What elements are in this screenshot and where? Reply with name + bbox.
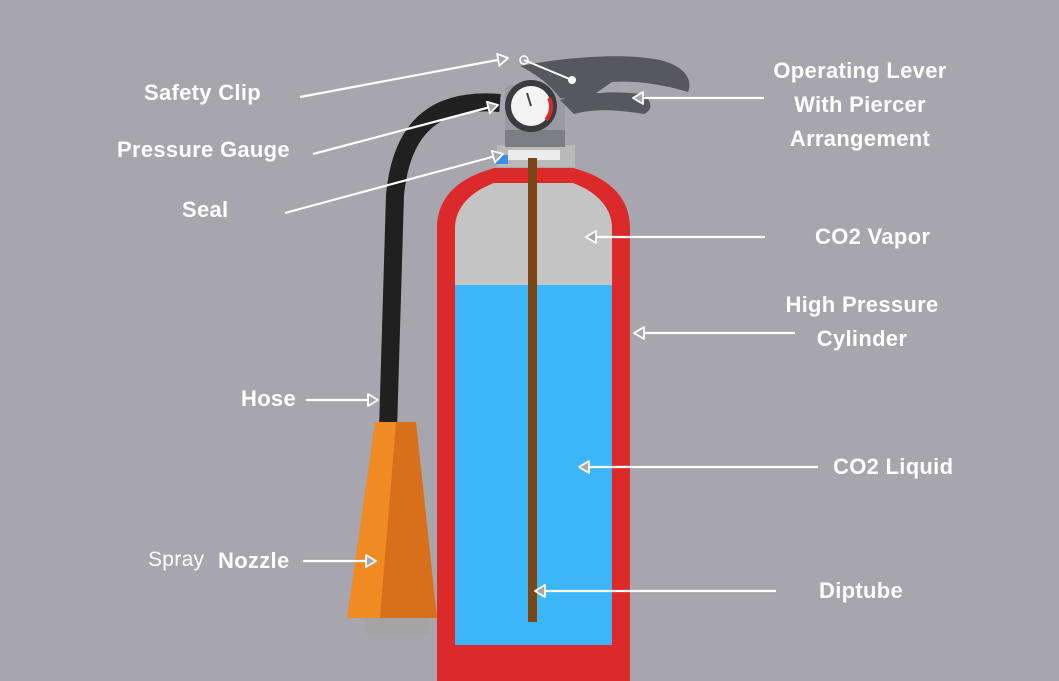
leader-arrows (284, 53, 818, 598)
diptube (528, 158, 537, 622)
label-high-pressure-line-2: Cylinder (816, 326, 908, 351)
lever-bottom (560, 92, 651, 114)
arrow-pressure-gauge (312, 100, 499, 156)
label-high-pressure-line-1: High Pressure (785, 292, 939, 317)
arrow-safety-clip (299, 53, 509, 99)
label-spray: Spray (148, 548, 205, 571)
lever-top (520, 56, 690, 100)
label-high-pressure-cylinder: High Pressure Cylinder (770, 288, 954, 356)
label-nozzle: Nozzle (218, 548, 290, 573)
nozzle-tip (365, 618, 429, 634)
spray-nozzle (347, 422, 437, 634)
label-co2-vapor: CO2 Vapor (815, 224, 931, 249)
safety-clip-ring (519, 55, 529, 65)
label-operating-lever: Operating Lever With Piercer Arrangement (760, 54, 960, 156)
arrow-seal (284, 149, 504, 215)
label-safety-clip: Safety Clip (144, 80, 261, 105)
pressure-gauge (505, 80, 557, 132)
valve-shadow (505, 130, 565, 147)
nozzle-shadow (380, 422, 437, 618)
gauge-red-zone (544, 97, 553, 122)
valve-nut (508, 150, 560, 160)
label-diptube: Diptube (819, 578, 903, 603)
label-co2-liquid: CO2 Liquid (833, 454, 954, 479)
operating-lever (519, 55, 690, 114)
label-operating-lever-line-1: Operating Lever (773, 58, 947, 83)
label-seal: Seal (182, 197, 229, 222)
safety-clip-wire (523, 59, 573, 81)
label-operating-lever-line-3: Arrangement (789, 126, 931, 151)
label-pressure-gauge: Pressure Gauge (117, 137, 290, 162)
gauge-needle (526, 92, 532, 107)
label-hose: Hose (241, 386, 296, 411)
label-operating-lever-line-2: With Piercer (794, 92, 926, 117)
